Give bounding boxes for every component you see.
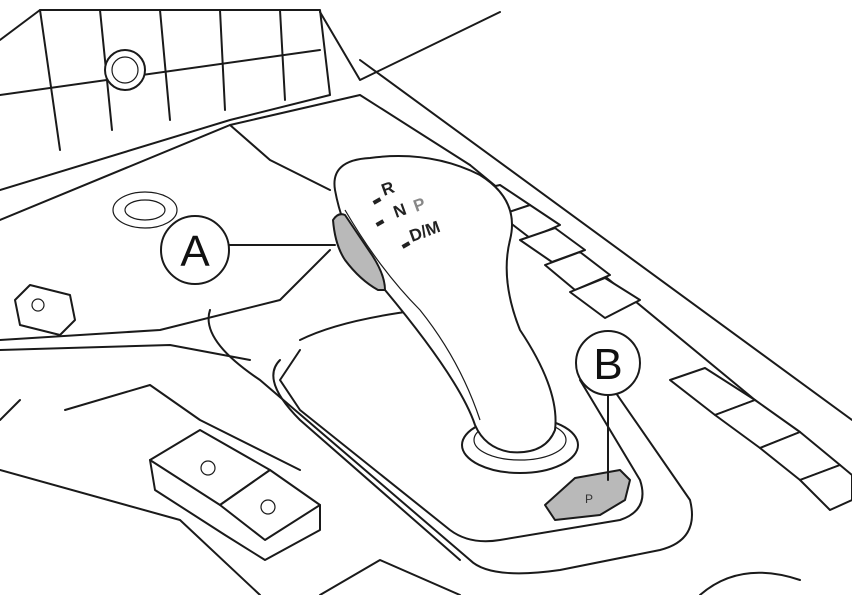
park-button: P — [544, 469, 631, 521]
dashboard-vent-panel — [0, 9, 501, 191]
parking-brake-switches — [64, 384, 321, 561]
side-button — [14, 284, 76, 336]
callout-b-label: B — [593, 340, 622, 389]
callout-a: A — [160, 215, 336, 285]
console-emblem — [112, 191, 178, 229]
gear-n: N — [391, 200, 409, 222]
gear-position-indicator: R N P D/M — [372, 178, 443, 249]
gear-r: R — [379, 178, 397, 200]
shift-lock-release-button — [332, 213, 386, 291]
center-console — [0, 59, 852, 595]
callout-a-label: A — [180, 227, 210, 276]
callout-b: B — [575, 330, 641, 481]
park-button-label: P — [585, 492, 593, 506]
gear-lever — [333, 155, 557, 454]
right-switch-bank — [477, 184, 852, 511]
